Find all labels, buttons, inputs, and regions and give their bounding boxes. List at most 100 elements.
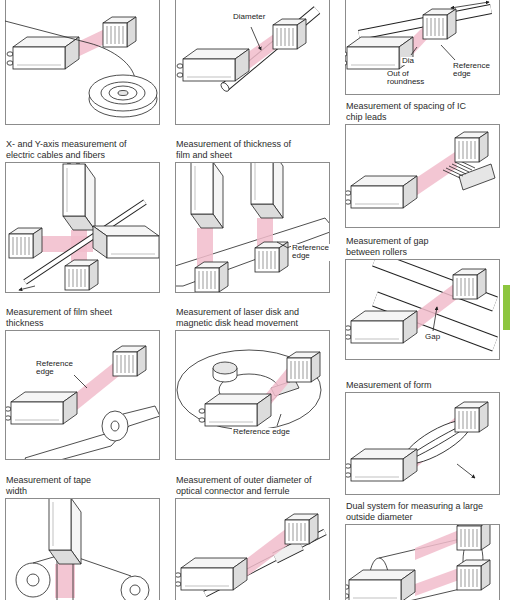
illustration-part	[251, 27, 261, 50]
panel-caption: Measurement of tape width	[6, 475, 111, 496]
illustration-part	[443, 160, 475, 178]
application-panel: Measurement of outer diameter of optical…	[175, 498, 330, 600]
part-label: Reference edge	[452, 62, 491, 79]
illustration-part	[455, 132, 488, 162]
illustration-part	[441, 45, 455, 60]
illustration-part	[111, 421, 119, 431]
illustration-part	[287, 352, 320, 382]
roller-gap-illustration	[345, 259, 495, 344]
film-thickness-illustration	[5, 346, 160, 468]
section-tab	[503, 285, 510, 330]
disk-head-illustration	[177, 350, 321, 430]
part-label: Reference edge	[35, 360, 74, 377]
panel-caption: Measurement of gap between rollers	[346, 236, 451, 257]
illustration-part	[199, 394, 271, 426]
illustration-part	[73, 374, 87, 388]
panel-caption: Measurement of outer diameter of optical…	[176, 475, 326, 496]
panel-caption: Measurement of form	[346, 380, 451, 390]
panel-caption: X- and Y-axis measurement of electric ca…	[6, 139, 131, 160]
illustration-part	[457, 560, 490, 590]
application-panel: Measurement of laser disk and magnetic d…	[175, 330, 330, 460]
illustration-part	[121, 576, 149, 600]
application-panel: Dual system for measuring a large outsid…	[345, 524, 500, 600]
illustration-part	[213, 362, 237, 374]
illustration-part	[285, 514, 318, 544]
application-panel: Measurement of form	[345, 392, 500, 495]
form-illustration	[345, 402, 488, 481]
application-panel: Measurement of thickness of film and she…	[175, 162, 330, 293]
panel-caption: Measurement of film sheet thickness	[6, 307, 121, 328]
dual-system-illustration	[343, 520, 490, 600]
illustration-part	[102, 411, 128, 441]
application-panel: Measurement of gap between rollers	[345, 259, 500, 360]
illustration-part	[5, 392, 77, 424]
illustration-part	[459, 164, 495, 190]
illustration-part	[345, 449, 417, 481]
illustration-part	[130, 585, 140, 595]
ic-leads-illustration	[345, 132, 495, 208]
illustration-part	[433, 307, 437, 331]
illustration-part	[103, 17, 136, 47]
panel-caption: Measurement of thickness of film and she…	[176, 139, 301, 160]
illustration-part	[89, 75, 157, 111]
application-panel: X- and Y-axis measurement of electric ca…	[5, 162, 160, 293]
sheet-thickness-illustration	[175, 146, 330, 292]
illustration-part	[9, 228, 42, 258]
application-panel: Measurement of film sheet thickness	[5, 330, 160, 460]
illustration-part	[273, 19, 306, 49]
illustration-part	[113, 346, 146, 376]
illustration-part	[63, 158, 95, 230]
illustration-part	[415, 568, 459, 596]
illustration-part	[109, 86, 137, 100]
illustration-part	[176, 0, 330, 125]
tape-width-illustration	[16, 492, 149, 600]
illustration-part	[415, 530, 459, 560]
illustration-part	[251, 146, 283, 218]
illustration-part	[175, 558, 247, 590]
illustration-part	[16, 563, 50, 597]
illustration-part	[177, 350, 321, 430]
part-label: Out of roundness	[386, 70, 425, 87]
ferrule-illustration	[175, 514, 325, 594]
illustration-part	[255, 242, 288, 272]
illustration-part	[277, 414, 281, 426]
illustration-part	[6, 0, 160, 125]
illustration-part	[191, 156, 223, 228]
part-label: Reference edge	[232, 428, 291, 436]
illustration-part	[455, 402, 488, 432]
illustration-part	[411, 47, 417, 55]
part-label: Gap	[424, 333, 441, 341]
illustration-part	[5, 21, 135, 79]
illustration-part	[101, 82, 145, 104]
xy-axis-illustration	[9, 158, 165, 290]
part-label: Diameter	[232, 13, 266, 21]
illustration-part	[93, 226, 165, 258]
illustration-part	[55, 564, 75, 598]
illustration-part	[49, 492, 81, 564]
illustration-part	[177, 49, 249, 81]
illustration-part	[277, 242, 288, 248]
illustration-part	[343, 570, 415, 600]
illustration-part	[33, 556, 131, 600]
illustration-part	[423, 9, 456, 39]
application-panel: Measurement of spacing of IC chip leads	[345, 124, 500, 228]
application-panel: Measurement of tape width	[5, 498, 160, 600]
illustration-part	[7, 37, 79, 69]
panel-caption: Measurement of laser disk and magnetic d…	[176, 307, 326, 328]
illustration-part	[451, 2, 489, 8]
roundness-panel	[341, 0, 500, 95]
illustration-part	[65, 260, 98, 290]
part-label: Reference edge	[291, 244, 330, 261]
panel-caption: Dual system for measuring a large outsid…	[346, 501, 496, 522]
illustration-part	[195, 262, 228, 292]
diameter-panel	[176, 0, 330, 125]
cable-reel-panel	[5, 0, 160, 125]
illustration-part	[219, 81, 230, 93]
illustration-part	[453, 269, 486, 299]
illustration-part	[118, 91, 128, 96]
part-label: Dia	[401, 57, 415, 65]
illustration-part	[19, 286, 35, 290]
illustration-part	[345, 311, 417, 343]
panel-caption: Measurement of spacing of IC chip leads	[346, 101, 471, 122]
